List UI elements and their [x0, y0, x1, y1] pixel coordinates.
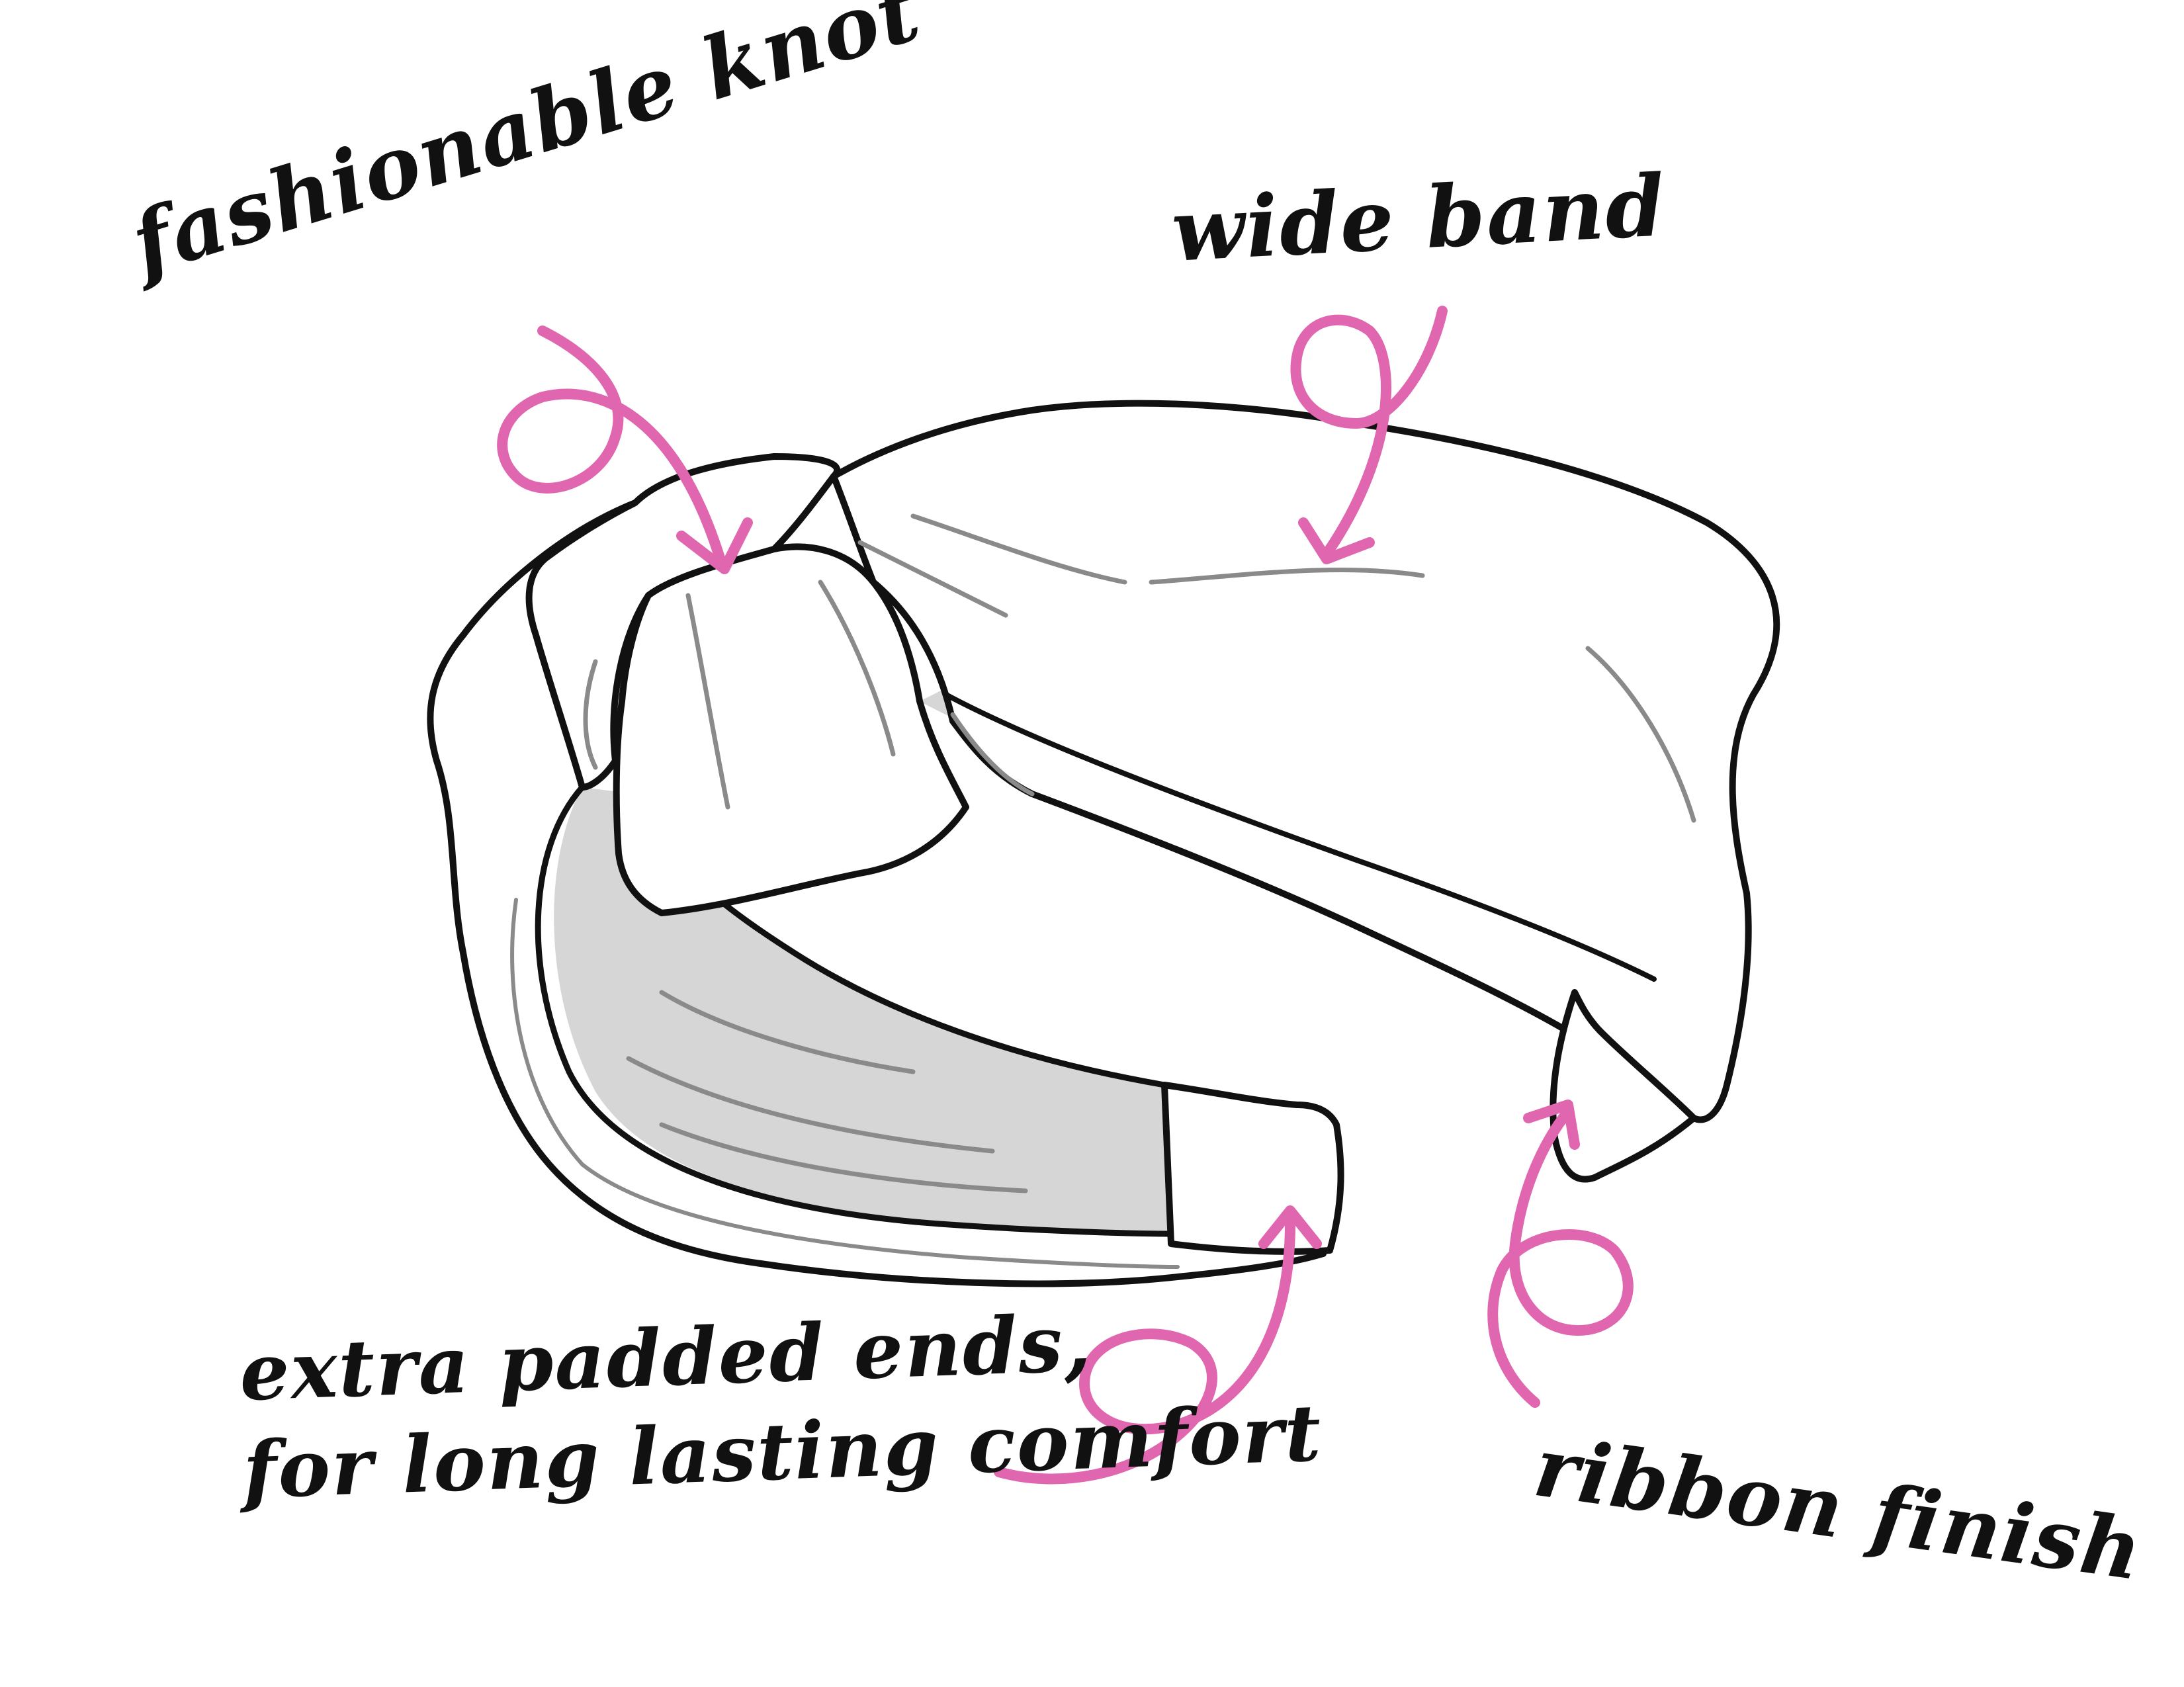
arrow-wide-band-head — [1298, 517, 1375, 564]
arrow-ribbon — [1487, 1106, 1634, 1408]
ribbon-end — [1550, 989, 1697, 1183]
callout-arrows — [497, 306, 1634, 1485]
wide-band-underside — [943, 692, 1657, 982]
wide-band-outline — [830, 400, 1780, 1123]
band-left-outline — [427, 499, 1333, 1287]
arrow-padded-head — [1258, 1205, 1322, 1249]
arrow-padded — [994, 1219, 1295, 1485]
band-left-lower-edge — [510, 898, 1180, 1269]
knot-left-loop — [525, 453, 841, 791]
arrow-wide-band — [1290, 306, 1448, 554]
fabric-fold-lines — [583, 513, 1696, 1193]
padded-end-outline — [1161, 1082, 1344, 1255]
arrow-knot — [497, 325, 726, 568]
label-padded-ends: extra padded ends, for long lasting comf… — [238, 1292, 1324, 1516]
knot-center-piece — [613, 543, 969, 916]
arrow-knot-head — [676, 517, 753, 574]
band-left-inner-edge — [535, 784, 1181, 1237]
arrow-ribbon-head — [1523, 1100, 1580, 1150]
